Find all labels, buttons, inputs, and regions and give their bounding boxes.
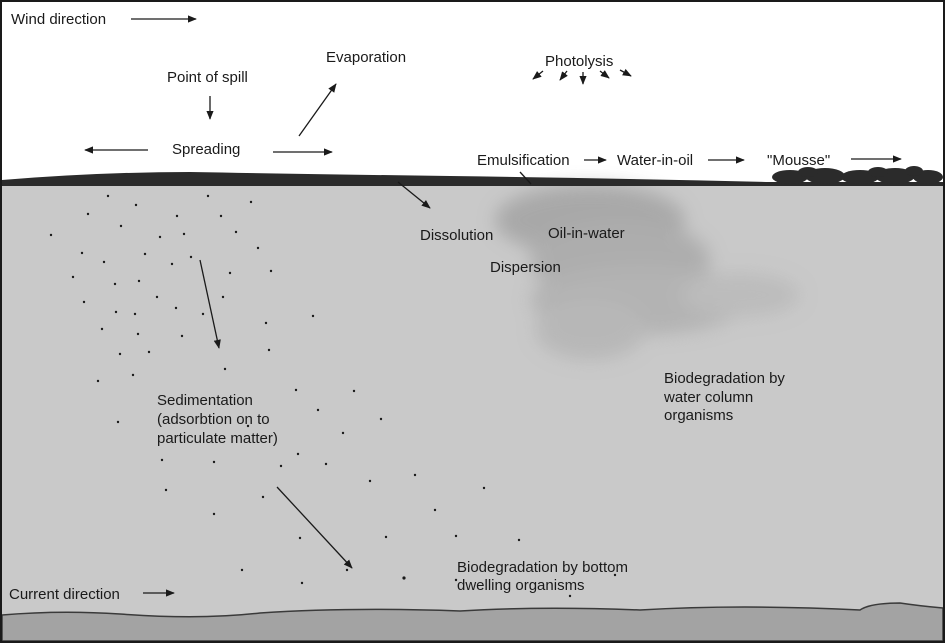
biodegradation-bottom-label-line1: Biodegradation by bottom bbox=[457, 559, 628, 576]
oil-in-water-label: Oil-in-water bbox=[548, 225, 625, 242]
sedimentation-arrow-upper bbox=[199, 259, 221, 349]
water-column bbox=[2, 182, 943, 622]
wind-direction-label: Wind direction bbox=[11, 11, 106, 28]
sediment-particles bbox=[49, 194, 617, 598]
photolysis-label: Photolysis bbox=[545, 53, 613, 70]
dispersion-label: Dispersion bbox=[490, 259, 561, 276]
sedimentation-label-line2: (adsorbtion on to bbox=[157, 411, 270, 428]
biodegradation-bottom-label-line2: dwelling organisms bbox=[457, 577, 585, 594]
photolysis-arrow-2 bbox=[559, 70, 568, 81]
seabed bbox=[1, 602, 944, 642]
point-of-spill-label: Point of spill bbox=[167, 69, 248, 86]
mousse-label: "Mousse" bbox=[767, 152, 830, 169]
evaporation-arrow bbox=[298, 83, 337, 137]
emulsification-pointer bbox=[519, 171, 532, 185]
current-direction-label: Current direction bbox=[9, 586, 120, 603]
biodegradation-water-label-line1: Biodegradation by bbox=[664, 370, 785, 387]
photolysis-arrow-4 bbox=[599, 70, 610, 79]
biodegradation-water-label-line2: water column bbox=[663, 389, 753, 406]
spreading-label: Spreading bbox=[172, 141, 240, 158]
photolysis-arrow-5 bbox=[619, 68, 632, 77]
sky-area bbox=[2, 2, 943, 182]
oil-slick bbox=[2, 172, 943, 186]
emulsification-label: Emulsification bbox=[477, 152, 570, 169]
sedimentation-label-line3: particulate matter) bbox=[157, 430, 278, 447]
photolysis-arrow-1 bbox=[532, 70, 544, 80]
water-in-oil-label: Water-in-oil bbox=[617, 152, 693, 169]
dissolution-label: Dissolution bbox=[420, 227, 493, 244]
dissolution-arrow bbox=[397, 181, 431, 209]
biodegradation-water-label-line3: organisms bbox=[664, 407, 733, 424]
sedimentation-arrow-lower bbox=[276, 486, 353, 569]
mousse-blobs bbox=[772, 166, 943, 184]
evaporation-label: Evaporation bbox=[326, 49, 406, 66]
dispersion-cloud bbox=[495, 185, 800, 360]
sedimentation-label-line1: Sedimentation bbox=[157, 392, 253, 409]
